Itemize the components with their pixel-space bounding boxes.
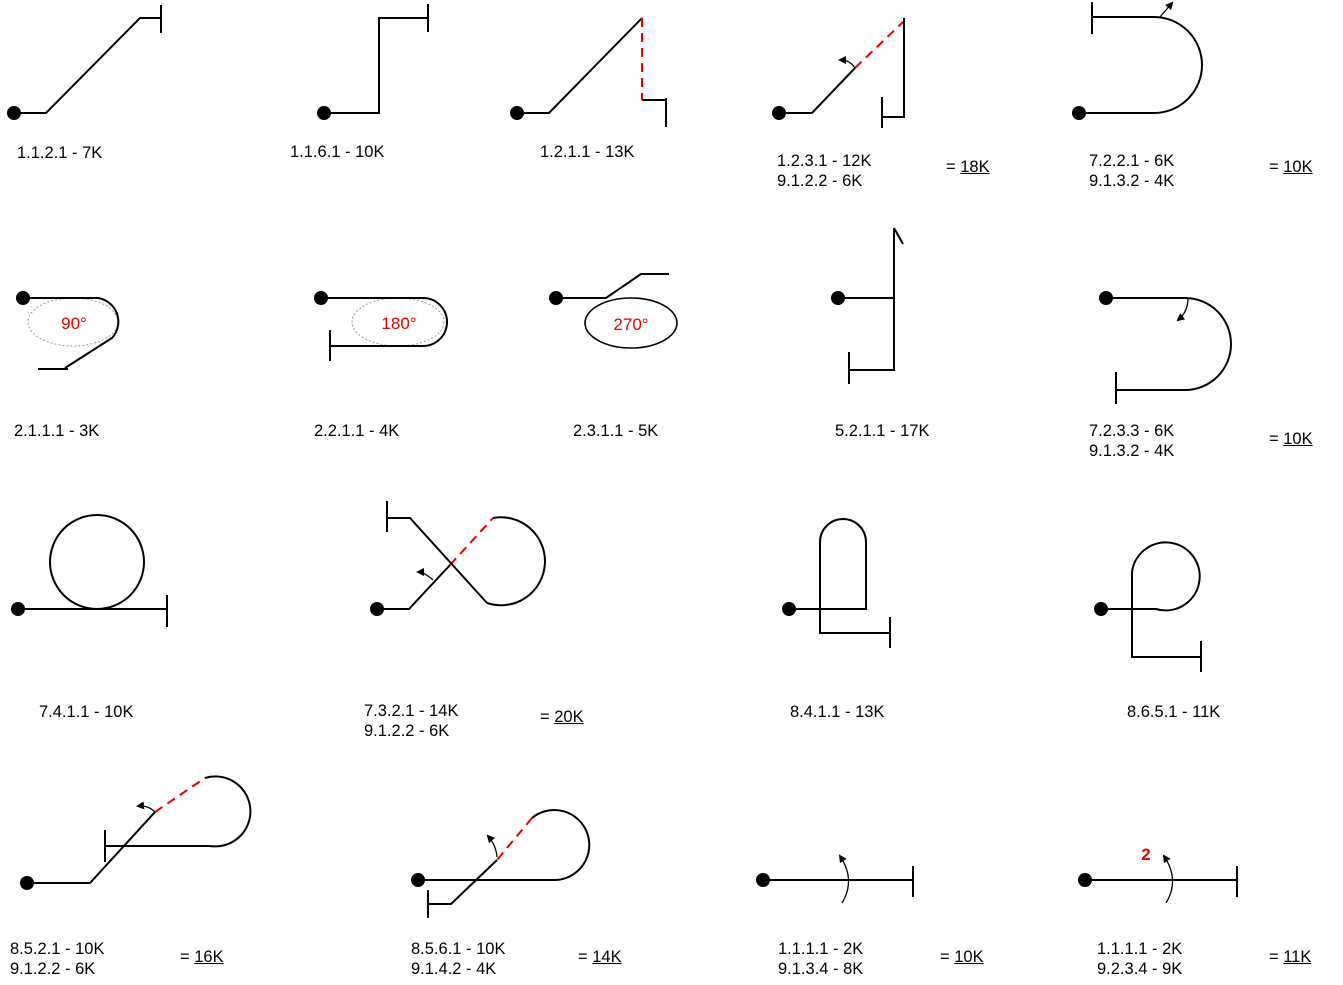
angle-label: 90°	[61, 314, 87, 333]
angle-label: 180°	[381, 314, 416, 333]
figure-label: 1.1.2.1 - 7K	[17, 144, 103, 162]
figure-1-2-1-1	[510, 17, 667, 127]
total-label: = 10K	[940, 948, 984, 966]
figure-8-6-5-1	[1094, 541, 1202, 672]
figure-2-3-1-1: 270°	[549, 273, 678, 349]
total-label: = 14K	[578, 948, 622, 966]
total-label: = 11K	[1269, 948, 1312, 966]
figure-1-1-2-1	[7, 5, 162, 120]
figure-5-2-1-1	[831, 227, 904, 384]
figure-2-1-1-1: 90°	[16, 291, 120, 370]
figure-label: 8.6.5.1 - 11K	[1127, 703, 1221, 721]
total-label: = 16K	[180, 948, 224, 966]
total-label: = 10K	[1269, 430, 1313, 448]
figure-label: 2.2.1.1 - 4K	[314, 422, 400, 440]
figure-8-4-1-1	[782, 518, 891, 648]
figure-1-1-6-1	[317, 4, 429, 120]
figure-label: 7.4.1.1 - 10K	[39, 703, 134, 721]
total-label: = 10K	[1269, 158, 1313, 176]
figure-8-5-6-1	[411, 809, 591, 918]
figure-label: 5.2.1.1 - 17K	[835, 422, 930, 440]
figure-label: 1.2.1.1 - 13K	[540, 143, 635, 161]
total-label: = 18K	[946, 158, 990, 176]
figure-2-2-1-1: 180°	[314, 291, 448, 361]
figure-8-5-2-1	[20, 775, 252, 890]
figure-label: 2.1.1.1 - 3K	[14, 422, 100, 440]
figure-7-2-2-1	[1072, 1, 1203, 120]
angle-label: 270°	[613, 315, 648, 334]
figure-label: 2.3.1.1 - 5K	[573, 422, 659, 440]
figure-1-2-3-1	[772, 18, 905, 128]
figure-7-3-2-1	[370, 501, 546, 616]
figure-7-2-3-3	[1099, 291, 1232, 404]
total-label: = 20K	[540, 708, 584, 726]
figure-1-1-1-1-b: 2	[1078, 845, 1238, 904]
figure-7-4-1-1	[11, 514, 168, 627]
figure-label: 8.4.1.1 - 13K	[790, 703, 885, 721]
figure-1-1-1-1-a	[756, 854, 914, 904]
repeat-count-label: 2	[1141, 845, 1150, 864]
figure-label: 1.1.6.1 - 10K	[290, 143, 385, 161]
